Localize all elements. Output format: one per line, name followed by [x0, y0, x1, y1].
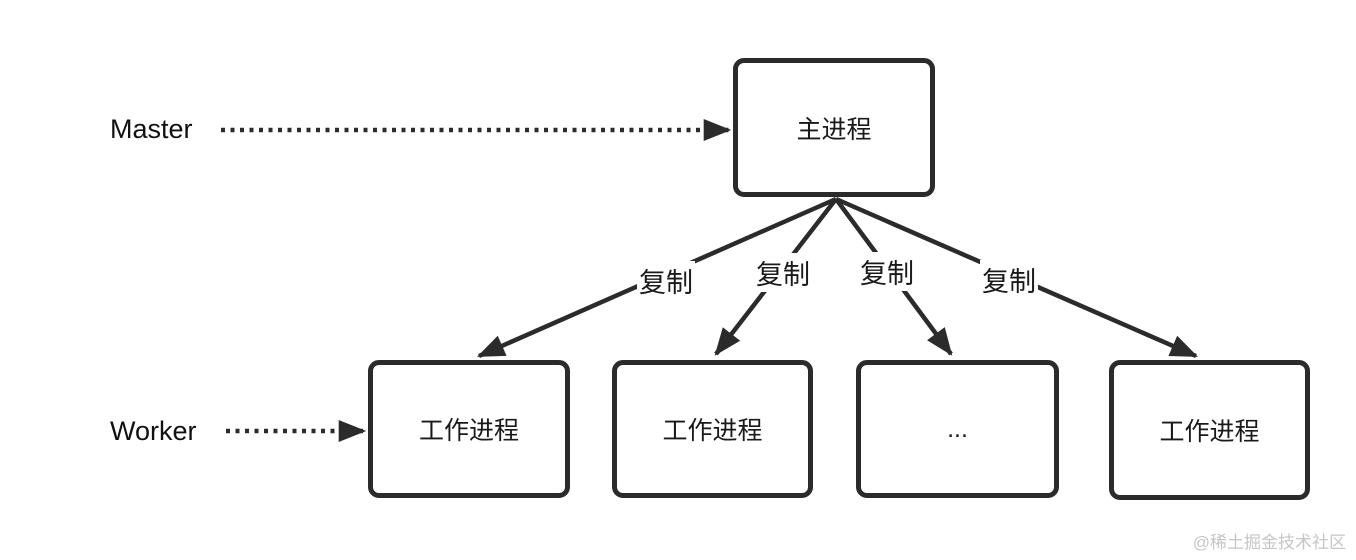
fork-edge-label-4: 复制	[980, 260, 1038, 299]
worker-process-node-ellipsis: ...	[856, 360, 1059, 498]
master-row-label: Master	[110, 114, 193, 144]
worker-process-node-2: 工作进程	[612, 360, 813, 498]
fork-edge-label-3: 复制	[858, 252, 916, 291]
worker-process-node-4: 工作进程	[1109, 360, 1310, 500]
worker-process-node-1: 工作进程	[368, 360, 570, 498]
worker-process-ellipsis-label: ...	[947, 414, 968, 443]
worker-process-label-1: 工作进程	[418, 417, 519, 445]
worker-process-label-4: 工作进程	[1159, 418, 1260, 446]
fork-edge-label-1: 复制	[637, 261, 695, 300]
main-process-node: 主进程	[733, 58, 935, 197]
fork-edge-label-2: 复制	[754, 253, 812, 292]
worker-process-label-2: 工作进程	[662, 417, 763, 445]
main-process-label: 主进程	[796, 115, 872, 144]
juejin-watermark: @稀土掘金技术社区	[1192, 533, 1346, 552]
worker-row-label: Worker	[110, 416, 197, 446]
